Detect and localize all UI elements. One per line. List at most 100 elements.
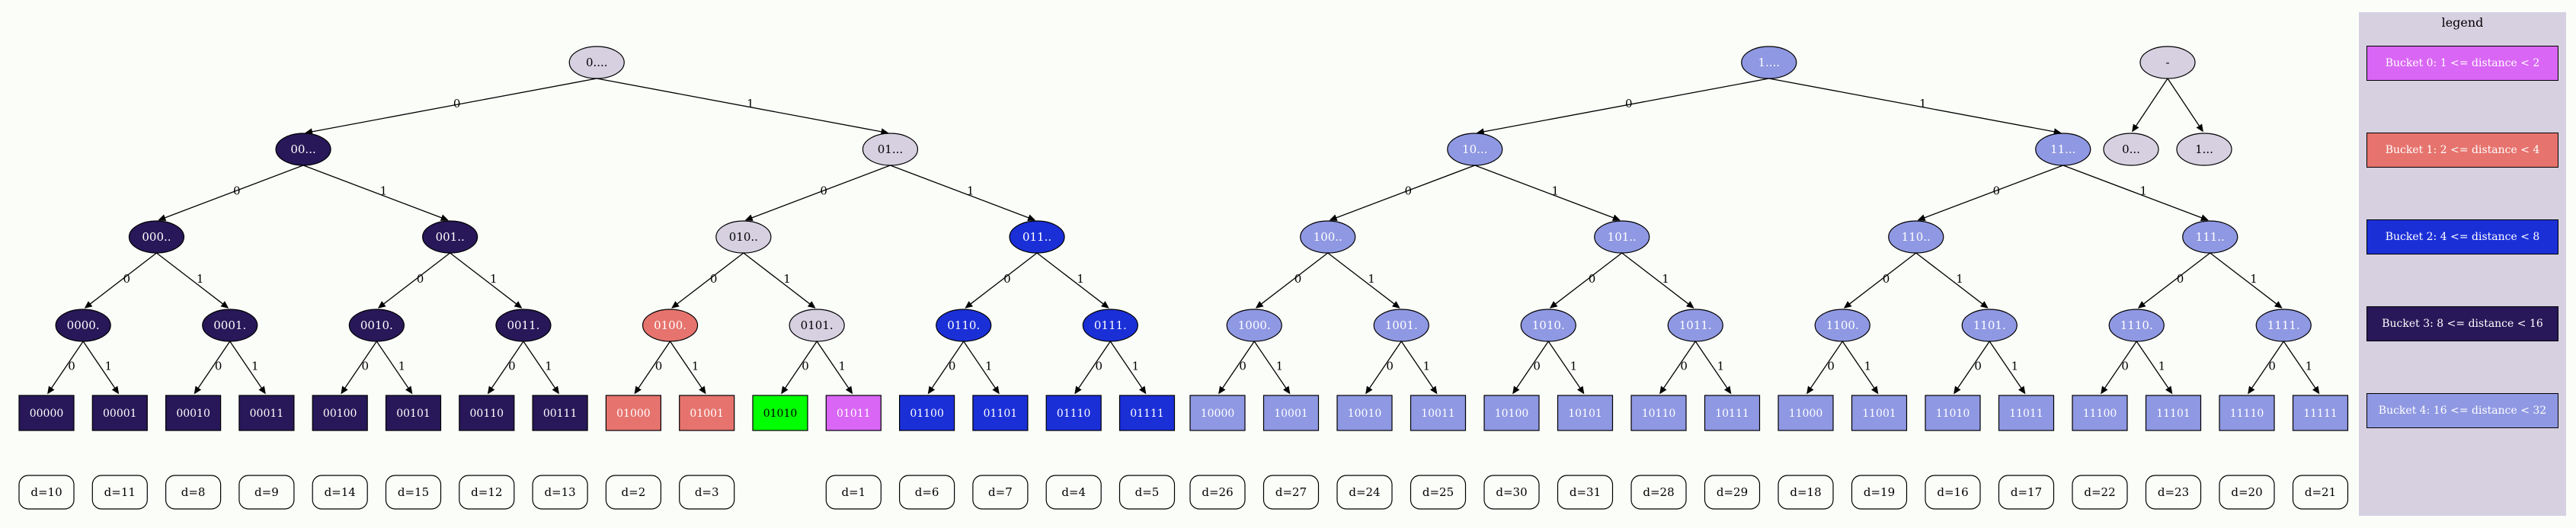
right-l3-node-4-label: 1100. — [1826, 318, 1859, 332]
right-edge-leaf-7-label: 1 — [1717, 360, 1725, 373]
right-distance-15-label: d=21 — [2305, 485, 2336, 499]
small-edge-1 — [2167, 78, 2200, 127]
right-l2-node-1-shape — [1594, 220, 1650, 254]
right-leaf-6-shape — [1630, 395, 1687, 431]
right-root-node: 1.... — [1741, 46, 1797, 79]
left-edge-l3-2 — [382, 252, 451, 305]
right-distance-1: d=27 — [1262, 475, 1320, 510]
small-child-node-0-shape — [2103, 133, 2159, 166]
left-edge-l2-0 — [164, 165, 304, 219]
left-distance-9: d=3 — [679, 475, 735, 510]
left-leaf-1-shape — [91, 395, 148, 431]
right-leaf-15-shape — [2292, 395, 2349, 431]
left-leaf-13: 01101 — [972, 395, 1029, 431]
right-leaf-6-label: 10110 — [1642, 408, 1676, 420]
right-l3-node-0-label: 1000. — [1238, 318, 1271, 332]
right-edge-leaf-10 — [1957, 341, 1990, 389]
left-edge-l2-2-label: 0 — [820, 184, 827, 198]
right-distance-0-shape — [1189, 475, 1246, 510]
left-leaf-9-shape — [679, 395, 735, 431]
right-edge-l3-2-arrowhead — [1549, 301, 1558, 309]
left-leaf-6: 00110 — [459, 395, 515, 431]
left-leaf-4: 00100 — [312, 395, 368, 431]
right-l3-node-2: 1010. — [1520, 309, 1576, 342]
right-edge-leaf-11-arrowhead — [2018, 386, 2026, 395]
right-edge-root-0 — [1483, 78, 1769, 133]
right-l2-node-0-label: 100.. — [1314, 230, 1342, 244]
left-leaf-7: 00111 — [532, 395, 588, 431]
right-edge-leaf-5-label: 1 — [1570, 360, 1578, 373]
right-distance-14-label: d=20 — [2231, 485, 2262, 499]
left-l3-node-0-label: 0000. — [67, 318, 100, 332]
right-leaf-15: 11111 — [2292, 395, 2349, 431]
right-edge-leaf-1-label: 1 — [1276, 360, 1284, 373]
right-edge-leaf-13-arrowhead — [2165, 386, 2173, 395]
right-l3-node-3: 1011. — [1667, 309, 1723, 342]
left-leaf-2-label: 00010 — [176, 408, 210, 420]
right-root-node-shape — [1741, 46, 1797, 79]
left-l2-node-3: 011.. — [1009, 220, 1065, 254]
right-edge-leaf-15-label: 1 — [2306, 360, 2313, 373]
left-distance-7-shape — [532, 475, 588, 510]
left-distance-11: d=1 — [825, 475, 882, 510]
right-distance-13-label: d=23 — [2158, 485, 2189, 499]
right-distance-4-label: d=30 — [1496, 485, 1527, 499]
right-distance-3-label: d=25 — [1422, 485, 1454, 499]
left-edge-l2-0-arrowhead — [158, 214, 167, 221]
left-edge-root-0 — [311, 78, 597, 133]
right-edge-l3-7-label: 1 — [2250, 272, 2258, 286]
right-leaf-2-shape — [1336, 395, 1393, 431]
left-l2-node-0-label: 000.. — [142, 230, 171, 244]
right-edge-leaf-10-label: 0 — [1974, 360, 1982, 373]
right-edge-l3-4 — [1848, 252, 1917, 305]
left-leaf-3-label: 00011 — [250, 408, 284, 420]
left-edge-l3-6 — [970, 252, 1038, 305]
right-edge-leaf-11-label: 1 — [2011, 360, 2019, 373]
right-edge-leaf-9 — [1842, 341, 1875, 389]
left-l3-node-4-shape — [642, 309, 699, 342]
right-l2-node-1: 101.. — [1594, 220, 1650, 254]
left-edge-l3-3-label: 1 — [490, 272, 498, 286]
left-edge-leaf-9-arrowhead — [699, 386, 706, 395]
left-edge-leaf-5-arrowhead — [405, 386, 413, 395]
small-edge-0 — [2135, 78, 2168, 127]
left-l3-node-4-label: 0100. — [654, 318, 686, 332]
left-l3-node-1-shape — [202, 309, 258, 342]
right-leaf-13: 11101 — [2145, 395, 2202, 431]
right-leaf-3: 10011 — [1410, 395, 1467, 431]
left-edge-l3-0 — [89, 252, 157, 305]
right-l3-node-5-shape — [1961, 309, 2018, 342]
right-edge-l3-1 — [1327, 252, 1395, 305]
right-distance-8-shape — [1778, 475, 1834, 510]
left-edge-l2-0-label: 0 — [233, 184, 241, 198]
small-child-node-1-label: 1... — [2195, 142, 2213, 156]
left-edge-leaf-2-label: 0 — [215, 360, 222, 373]
left-edge-leaf-15-label: 1 — [1132, 360, 1140, 373]
right-l2-node-3-shape — [2182, 220, 2238, 254]
left-edge-leaf-1 — [82, 341, 116, 389]
right-leaf-10-label: 11010 — [1936, 408, 1970, 420]
left-leaf-11-label: 01011 — [837, 408, 871, 420]
left-distance-7-label: d=13 — [544, 485, 575, 499]
left-edge-l3-5-label: 1 — [783, 272, 791, 286]
left-l2-node-2-shape — [715, 220, 772, 254]
left-leaf-0-label: 00000 — [30, 408, 64, 420]
left-edge-l3-1-arrowhead — [220, 301, 229, 309]
left-l3-node-3-label: 0011. — [507, 318, 539, 332]
left-edge-leaf-11-arrowhead — [845, 386, 853, 395]
left-edge-l3-5 — [743, 252, 811, 305]
left-distance-15-shape — [1118, 475, 1176, 510]
right-distance-7-shape — [1704, 475, 1761, 510]
right-distance-10: d=16 — [1925, 475, 1981, 510]
right-edge-leaf-2-arrowhead — [1365, 386, 1373, 395]
left-leaf-13-shape — [972, 395, 1029, 431]
right-edge-leaf-8 — [1810, 341, 1843, 389]
left-leaf-10-shape — [752, 395, 808, 431]
left-leaf-13-label: 01101 — [984, 408, 1018, 420]
left-edge-leaf-12-arrowhead — [927, 386, 936, 395]
right-l2-node-2-label: 110.. — [1902, 230, 1931, 244]
right-edge-l3-4-arrowhead — [1843, 301, 1852, 309]
left-distance-4-label: d=14 — [325, 485, 356, 499]
right-edge-leaf-1 — [1253, 341, 1287, 389]
